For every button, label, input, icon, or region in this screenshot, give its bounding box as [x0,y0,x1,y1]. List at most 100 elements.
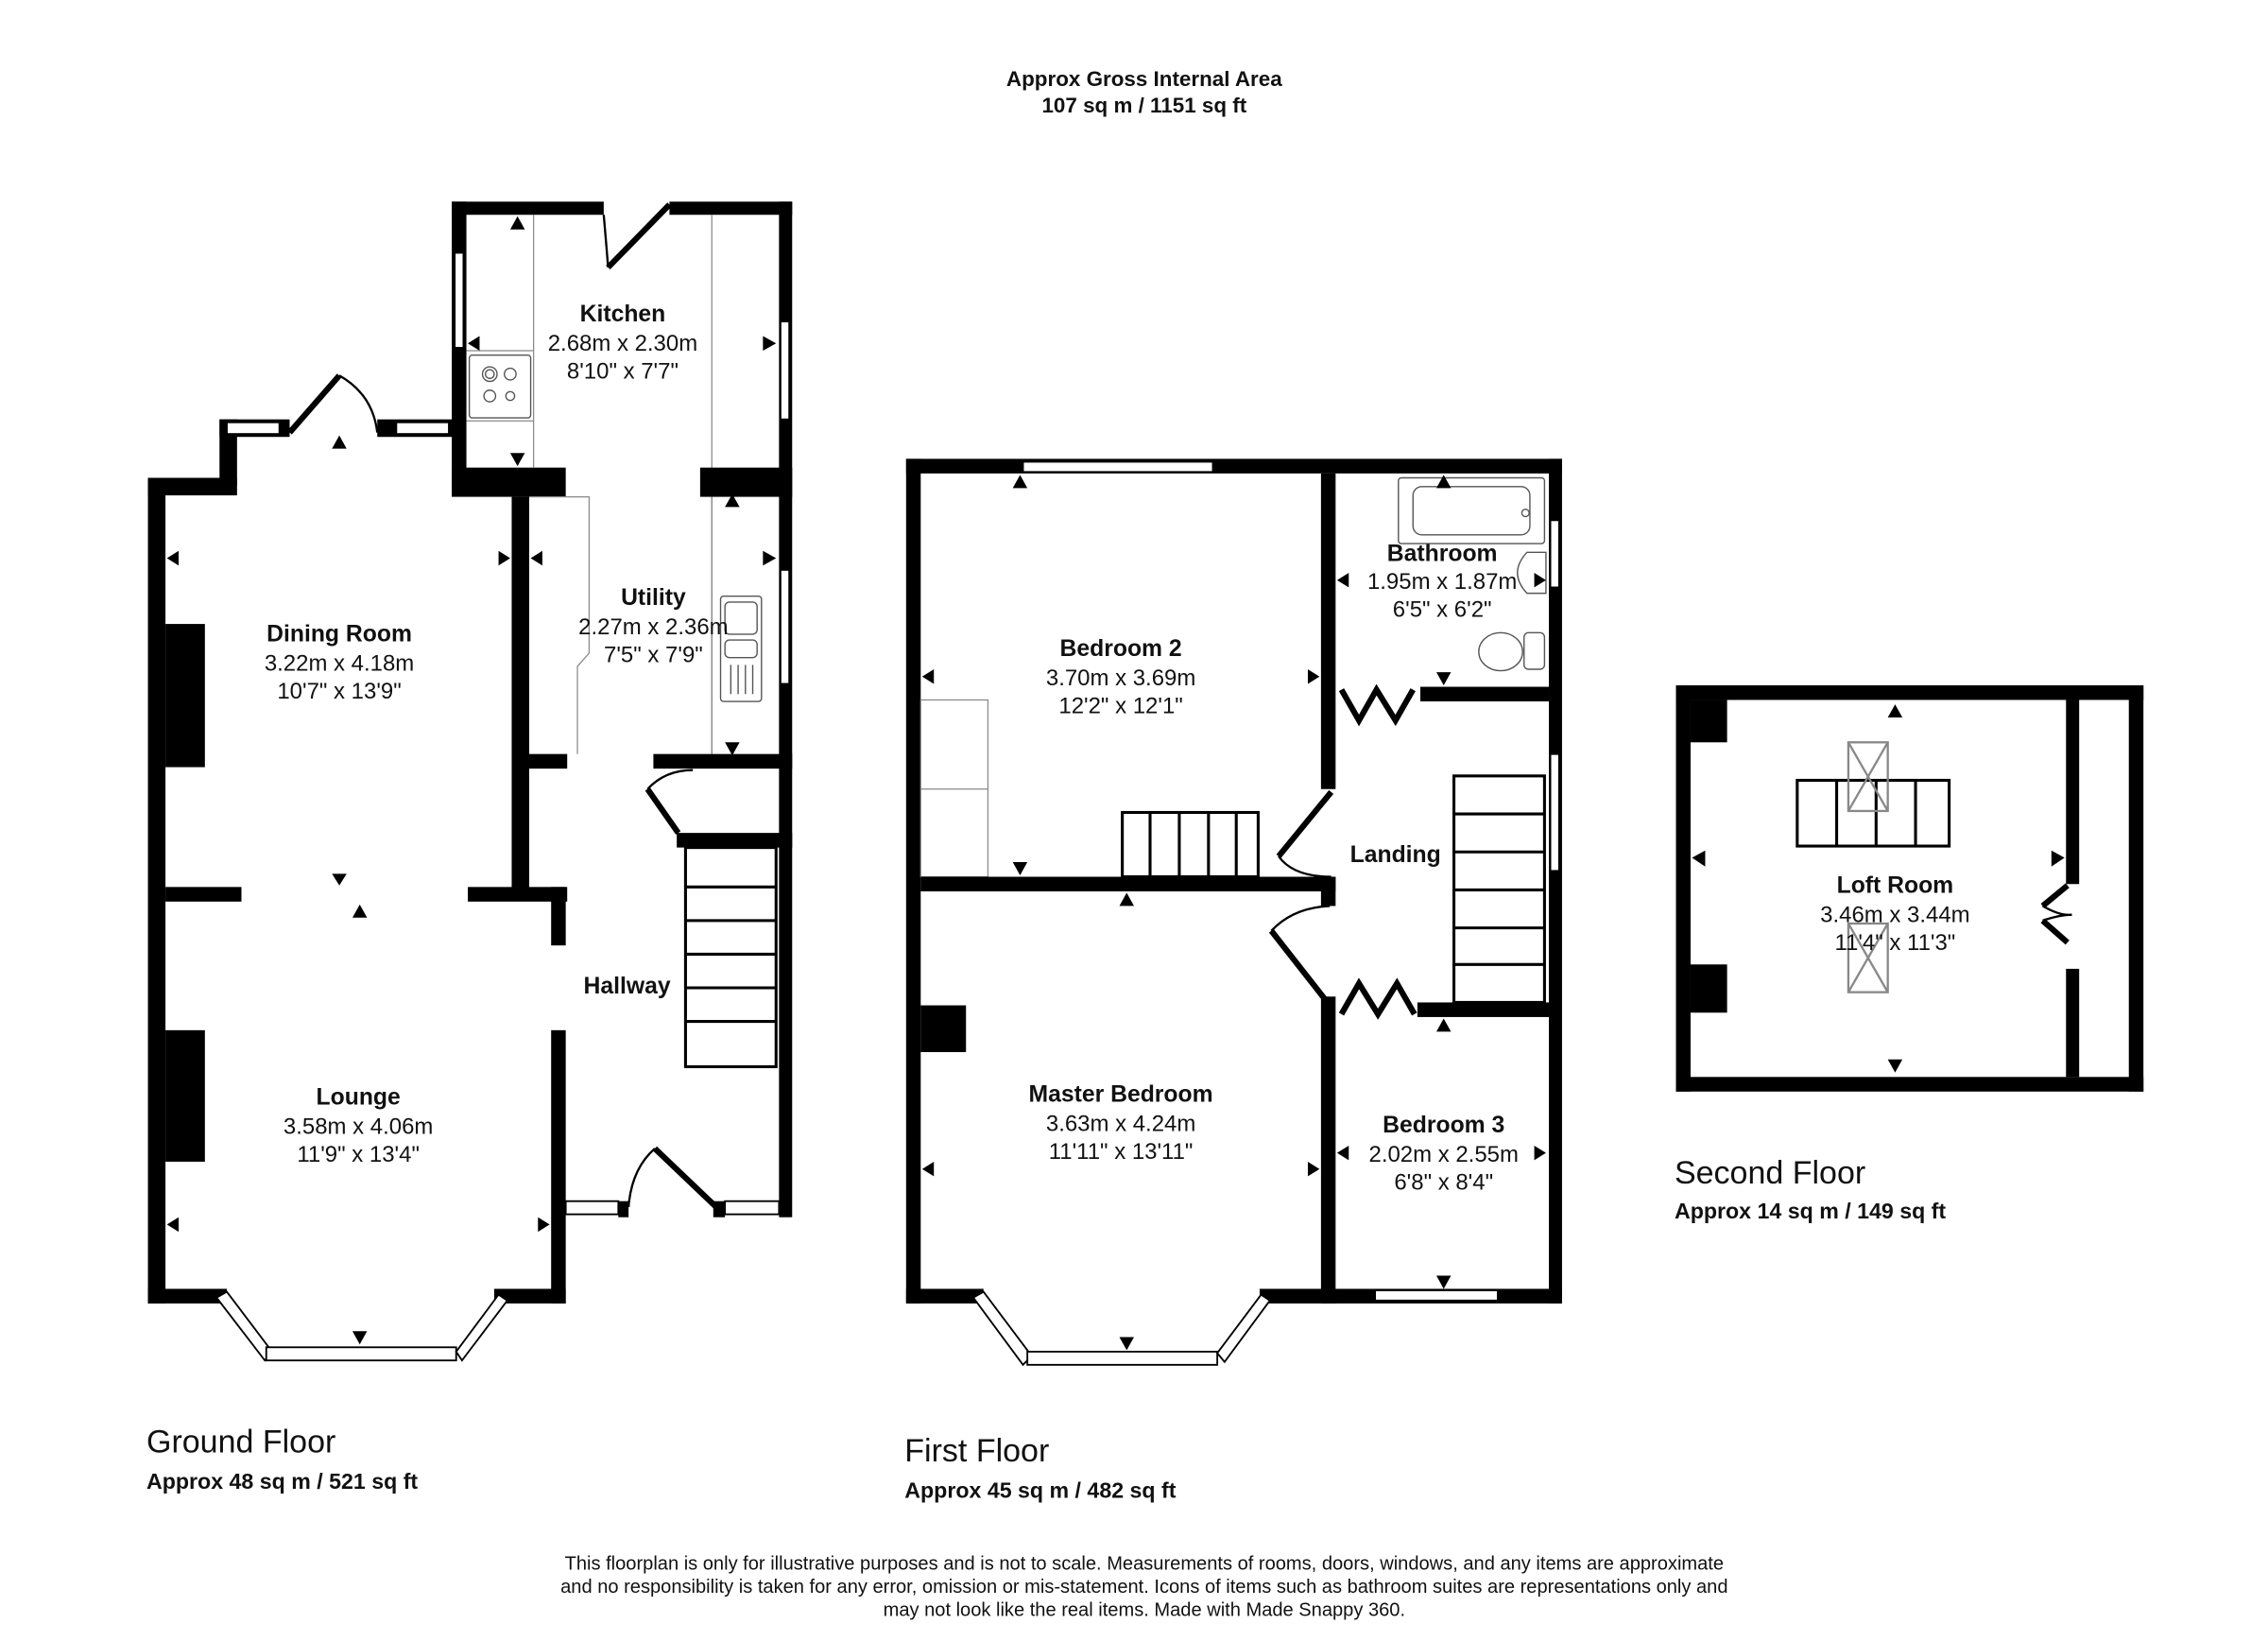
floor-area: Approx 48 sq m / 521 sq ft [146,1469,418,1494]
floor-name: First Floor [904,1433,1049,1469]
wall [905,458,1562,474]
landing-staircase [1452,774,1546,1005]
eaves-door [2040,883,2070,945]
header-title: Approx Gross Internal Area [1006,67,1282,91]
wall [1320,876,1336,907]
chimney-breast [1690,700,1727,743]
wall [618,1201,629,1218]
wall [2128,685,2144,1092]
floor-area: Approx 45 sq m / 482 sq ft [904,1478,1176,1503]
wall [147,477,166,1304]
lounge-bay-window [455,1293,509,1362]
wall [905,458,921,1304]
wall [452,201,604,216]
room-metric: 3.22m x 4.18m [265,651,414,677]
door-swing [627,1148,656,1207]
room-name: Utility [621,585,686,611]
chimney-breast [165,624,205,768]
wall [1549,458,1562,1304]
floor-area: Approx 14 sq m / 149 sq ft [1675,1199,1946,1223]
disclaimer-line: may not look like the real items. Made w… [884,1600,1405,1621]
room-metric: 3.63m x 4.24m [1046,1111,1195,1136]
wardrobe [919,699,989,878]
room-hallway: Hallway [584,974,671,999]
room-metric: 2.27m x 2.36m [578,614,728,640]
room-imperial: 11'11" x 13'11" [1049,1139,1194,1165]
landing-window [1549,752,1560,872]
wall [1419,686,1550,702]
room-imperial: 11'4" x 11'3" [1834,930,1955,956]
wall [699,467,793,497]
wall [1675,685,1691,1092]
door-swing [602,215,610,268]
room-metric: 3.58m x 4.06m [284,1114,433,1140]
room-metric: 2.68m x 2.30m [548,331,697,356]
room-dining: Dining Room 3.22m x 4.18m 10'7" x 13'9" [265,622,414,704]
bedroom3-bifold-door [1338,977,1418,1020]
room-metric: 2.02m x 2.55m [1369,1142,1519,1167]
first-floor-caption: First Floor Approx 45 sq m / 482 sq ft [904,1433,1176,1503]
room-imperial: 6'5" x 6'2" [1393,596,1492,622]
hall-window [724,1200,781,1216]
header: Approx Gross Internal Area 107 sq m / 11… [1006,67,1282,117]
loft-staircase [1796,778,1951,848]
floor-name: Second Floor [1675,1155,1865,1191]
door-swing [646,769,694,790]
header-area: 107 sq m / 1151 sq ft [1041,94,1246,117]
room-name: Dining Room [266,622,412,648]
disclaimer-line: This floorplan is only for illustrative … [565,1553,1724,1574]
room-name: Loft Room [1837,873,1954,899]
room-landing: Landing [1350,842,1441,868]
room-imperial: 10'7" x 13'9" [277,679,401,704]
measure-arrows [1692,704,2065,1073]
front-door [652,1146,719,1210]
bedroom2-window [1022,460,1214,474]
wall [493,1288,566,1304]
bathroom-bifold-door [1338,683,1416,727]
room-name: Hallway [584,974,671,999]
skylight-icon [1847,741,1889,813]
floor-name: Ground Floor [146,1425,335,1460]
wall [468,887,568,902]
wall [1675,1077,2144,1092]
utility-window [779,568,791,685]
lounge-bay-window [265,1346,457,1362]
ground-floor-plan: Kitchen 2.68m x 2.30m 8'10" x 7'7" Dinin… [147,201,793,1362]
bath-icon [1398,476,1546,544]
measure-arrows [921,475,1546,1351]
ground-staircase [683,846,778,1069]
second-floor-plan: Loft Room 3.46m x 3.44m 11'4" x 11'3" [1675,685,2144,1092]
room-loft: Loft Room 3.46m x 3.44m 11'4" x 11'3" [1820,873,1969,956]
utility-cupboard [529,495,591,754]
room-master-bedroom: Master Bedroom 3.63m x 4.24m 11'11" x 13… [1029,1082,1213,1165]
wall [677,833,793,848]
room-metric: 3.46m x 3.44m [1820,902,1969,927]
room-name: Kitchen [580,302,666,327]
room-name: Bedroom 3 [1383,1113,1504,1138]
room-utility: Utility 2.27m x 2.36m 7'5" x 7'9" [578,585,728,667]
wall [147,477,237,496]
wall [1675,685,2144,700]
wall [529,753,568,769]
room-metric: 1.95m x 1.87m [1367,569,1517,595]
second-floor-caption: Second Floor Approx 14 sq m / 149 sq ft [1675,1155,1946,1223]
master-bay-window [971,1290,1034,1367]
basin-icon [1517,551,1547,595]
first-floor-plan: Bedroom 2 3.70m x 3.69m 12'2" x 12'1" Ba… [905,458,1562,1367]
room-kitchen: Kitchen 2.68m x 2.30m 8'10" x 7'7" [548,302,697,384]
chimney-breast [165,1029,205,1162]
sink-icon [719,596,763,702]
wall [147,1288,228,1304]
room-bedroom-3: Bedroom 3 2.02m x 2.55m 6'8" x 8'4" [1369,1113,1519,1195]
bedroom2-door [1276,789,1334,858]
bathroom-window [1549,519,1560,589]
wall [905,1288,984,1304]
room-bedroom-2: Bedroom 2 3.70m x 3.69m 12'2" x 12'1" [1046,636,1195,718]
master-bay-window [1026,1350,1219,1366]
wall [165,887,242,902]
skylight-icon [1847,922,1889,993]
room-imperial: 8'10" x 7'7" [567,358,679,384]
hob-icon [468,354,532,419]
dining-door [287,373,342,435]
disclaimer-line: and no responsibility is taken for any e… [560,1577,1727,1598]
